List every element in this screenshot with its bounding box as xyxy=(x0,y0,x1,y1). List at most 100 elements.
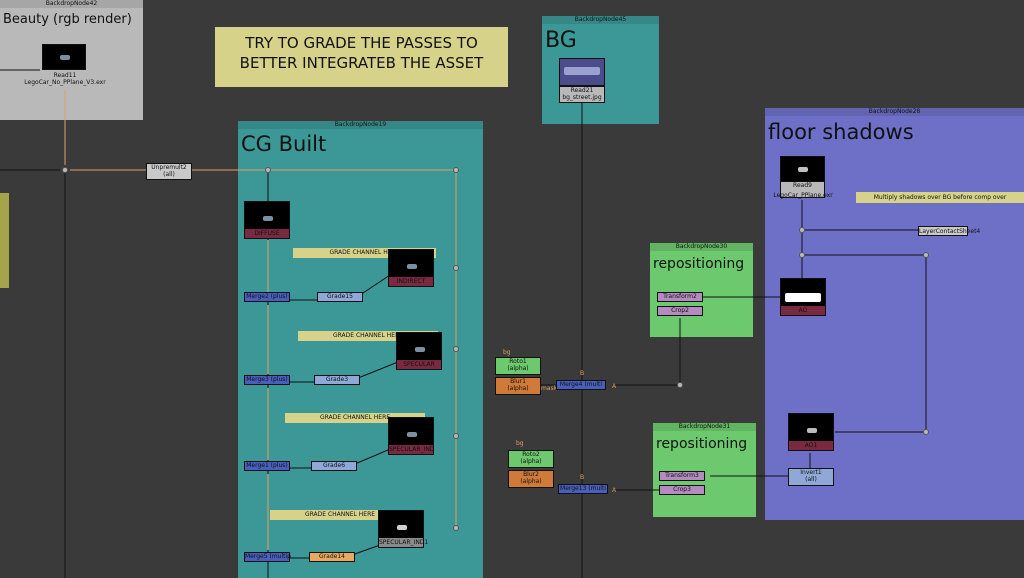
dot[interactable] xyxy=(265,167,271,173)
backdrop-title: repositioning xyxy=(656,436,748,452)
backdrop-title: BG xyxy=(545,28,577,53)
dot[interactable] xyxy=(799,227,805,233)
backdrop-header: BackdropNode30 xyxy=(650,243,753,251)
specular-label: SPECULAR xyxy=(403,361,435,368)
crop2-node[interactable]: Crop2 xyxy=(657,306,703,316)
roto2-sub: (alpha) xyxy=(520,458,542,465)
grade15-node[interactable]: Grade15 xyxy=(317,292,363,302)
specular-ind-label: SPECULAR_IND xyxy=(389,446,435,453)
dot[interactable] xyxy=(453,265,459,271)
blur2-sub: (alpha) xyxy=(520,478,542,485)
read9-thumbnail[interactable] xyxy=(780,156,825,182)
a-pin-label: A xyxy=(612,487,617,494)
grade-channel-banner[interactable]: GRADE CHANNEL HERE xyxy=(270,510,410,520)
a-pin-label: A xyxy=(612,383,617,390)
car-preview-icon xyxy=(396,525,407,531)
specular-ind1-node[interactable]: SPECULAR_IND1 xyxy=(378,510,429,548)
layer-contact-sheet-node[interactable]: LayerContactSheet4 xyxy=(918,226,981,236)
blur1-name: Blur1 xyxy=(510,378,526,385)
read11-name: Read11 xyxy=(53,72,77,79)
read21-thumbnail[interactable] xyxy=(559,58,605,86)
sticky-note-main[interactable]: TRY TO GRADE THE PASSES TO BETTER INTEGR… xyxy=(215,27,508,87)
sticky-line-2: BETTER INTEGRATEB THE ASSET xyxy=(239,54,484,72)
street-preview-icon xyxy=(564,66,600,75)
blur2-node[interactable]: Blur2 (alpha) xyxy=(508,470,554,488)
sticky-note-floor[interactable]: Multiply shadows over BG before comp ove… xyxy=(856,192,1024,203)
ao1-preview-icon xyxy=(806,428,817,434)
blur2-name: Blur2 xyxy=(523,471,539,478)
merge4-node[interactable]: Merge4 (multi xyxy=(556,380,606,390)
roto1-node[interactable]: Roto1 (alpha) xyxy=(495,357,541,375)
unpremult2-name: Unpremult2 xyxy=(151,164,187,171)
dot[interactable] xyxy=(453,525,459,531)
merge5-node[interactable]: Merge5 (multip xyxy=(244,552,291,562)
backdrop-header: BackdropNode42 xyxy=(0,0,143,8)
read21-node[interactable]: Read21 bg_street.jpg xyxy=(559,86,605,103)
grade6-node[interactable]: Grade6 xyxy=(311,461,357,471)
b-pin-label: B xyxy=(580,370,585,377)
grade-channel-banner[interactable]: GRADE CHANNEL HERE xyxy=(293,248,436,258)
blur1-node[interactable]: Blur1 (alpha) xyxy=(495,377,541,395)
car-preview-icon xyxy=(798,166,809,172)
car-preview-icon xyxy=(406,264,417,270)
specular-label-bar: SPECULAR xyxy=(397,360,441,369)
backdrop-repositioning-2[interactable]: BackdropNode31 repositioning xyxy=(653,423,756,517)
backdrop-repositioning-1[interactable]: BackdropNode30 repositioning xyxy=(650,243,753,337)
read9-name: Read9 xyxy=(793,182,812,189)
indirect-node[interactable]: INDIRECT xyxy=(388,249,434,287)
specular-ind1-label: SPECULAR_IND1 xyxy=(379,539,429,546)
indirect-label-bar: INDIRECT xyxy=(389,277,433,286)
ao-node[interactable]: AO xyxy=(780,278,826,316)
dot[interactable] xyxy=(923,252,929,258)
read11-file: LegoCar_No_PPlane_V3.exr xyxy=(24,79,106,86)
dot[interactable] xyxy=(677,382,683,388)
grade-channel-banner[interactable]: GRADE CHANNEL HERE xyxy=(298,331,438,341)
read9-node[interactable]: Read9 xyxy=(780,182,825,198)
specular-ind1-label-bar: SPECULAR_IND1 xyxy=(379,538,429,547)
car-preview-icon xyxy=(262,216,273,222)
dot[interactable] xyxy=(62,167,68,173)
dot[interactable] xyxy=(453,346,459,352)
read21-file: bg_street.jpg xyxy=(562,94,602,101)
grade-channel-banner[interactable]: GRADE CHANNEL HERE xyxy=(285,413,425,423)
crop3-node[interactable]: Crop3 xyxy=(659,485,705,495)
dot[interactable] xyxy=(799,252,805,258)
read11-thumbnail[interactable] xyxy=(42,44,86,70)
merge13-node[interactable]: Merge13 (multi xyxy=(558,484,608,494)
dot[interactable] xyxy=(923,429,929,435)
unpremult2-node[interactable]: Unpremult2 (all) xyxy=(146,163,192,180)
merge2-node[interactable]: Merge2 (plus) xyxy=(244,292,290,302)
read11-label[interactable]: Read11 LegoCar_No_PPlane_V3.exr xyxy=(20,72,110,86)
bg-pin-label: bg xyxy=(516,440,524,447)
transform3-node[interactable]: Transform3 xyxy=(659,471,705,481)
roto1-sub: (alpha) xyxy=(507,365,529,372)
ao1-node[interactable]: AO1 xyxy=(788,413,834,451)
dot[interactable] xyxy=(453,433,459,439)
backdrop-title: repositioning xyxy=(653,256,745,272)
car-preview-icon xyxy=(406,432,417,438)
backdrop-header: BackdropNode19 xyxy=(238,121,483,129)
b-pin-label: B xyxy=(580,474,585,481)
specular-node[interactable]: SPECULAR xyxy=(396,332,442,370)
diffuse-node[interactable]: DIFFUSE xyxy=(244,201,290,239)
merge3-node[interactable]: Merge3 (plus) xyxy=(244,375,290,385)
unpremult2-sub: (all) xyxy=(163,171,175,178)
grade14-node[interactable]: Grade14 xyxy=(309,552,355,562)
roto2-node[interactable]: Roto2 (alpha) xyxy=(508,450,554,468)
bg-pin-label: bg xyxy=(503,349,511,356)
roto1-name: Roto1 xyxy=(509,358,527,365)
roto2-name: Roto2 xyxy=(522,451,540,458)
transform2-node[interactable]: Transform2 xyxy=(657,292,703,302)
invert1-sub: (all) xyxy=(805,476,817,483)
specular-ind-node[interactable]: SPECULAR_IND xyxy=(388,417,434,455)
backdrop-header: BackdropNode45 xyxy=(542,16,659,24)
backdrop-cg-built[interactable]: BackdropNode19 CG Built xyxy=(238,121,483,578)
backdrop-left-olive[interactable] xyxy=(0,193,9,288)
merge1-node[interactable]: Merge1 (plus) xyxy=(244,461,290,471)
ao-preview-icon xyxy=(785,293,821,303)
car-preview-icon xyxy=(59,54,70,60)
backdrop-beauty[interactable]: BackdropNode42 Beauty (rgb render) xyxy=(0,0,143,120)
dot[interactable] xyxy=(453,167,459,173)
invert1-node[interactable]: Invert1 (all) xyxy=(788,468,834,486)
grade3-node[interactable]: Grade3 xyxy=(314,375,360,385)
